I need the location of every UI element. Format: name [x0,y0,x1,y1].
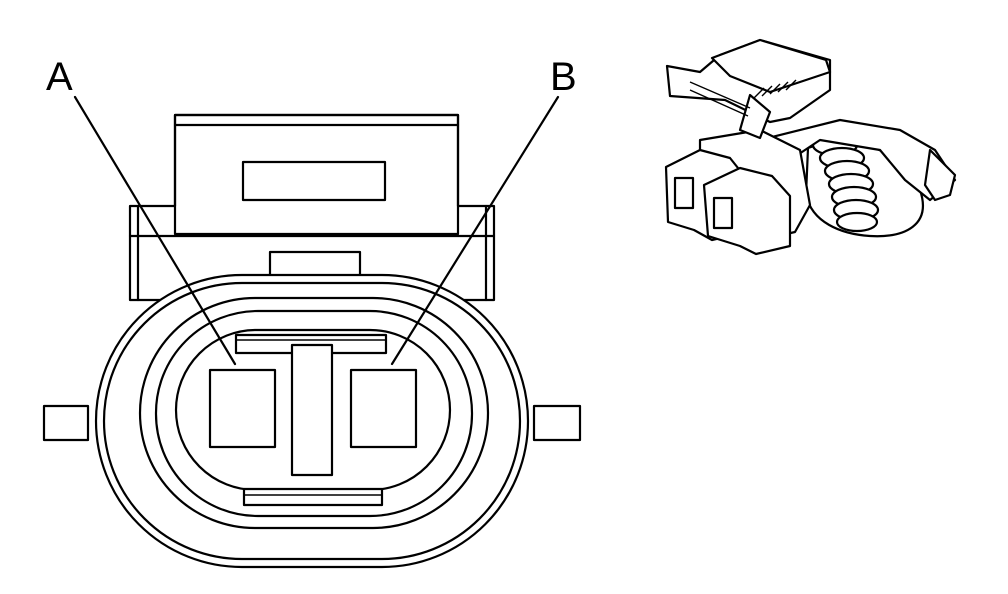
iso-terminal-a [673,176,695,210]
connector-isometric-view [664,38,957,256]
iso-terminal-b [712,196,734,230]
latch-rib [753,87,765,99]
wire-boot [804,133,924,238]
latch-rib [785,79,797,91]
latch-release-slot [241,160,387,202]
bottom-keying-bar [242,487,384,507]
boot-rib [835,211,879,233]
iso-terminal-tower-b [702,166,792,256]
terminal-b [349,368,418,449]
leader-line-a [73,95,237,366]
inner-seal-ring [138,296,490,530]
latch-rib [761,85,773,97]
center-divider [290,343,334,477]
terminal-a [208,368,277,449]
iso-housing-side [758,118,957,202]
iso-locking-latch [665,38,832,140]
connector-face-view [42,95,582,569]
terminal-label-b: B [550,55,577,99]
latch-rib [777,81,789,93]
left-mounting-tab [42,404,90,442]
latch-rib [769,83,781,95]
leader-line-b [390,95,560,366]
right-mounting-tab [532,404,582,442]
terminal-label-a: A [46,55,73,99]
